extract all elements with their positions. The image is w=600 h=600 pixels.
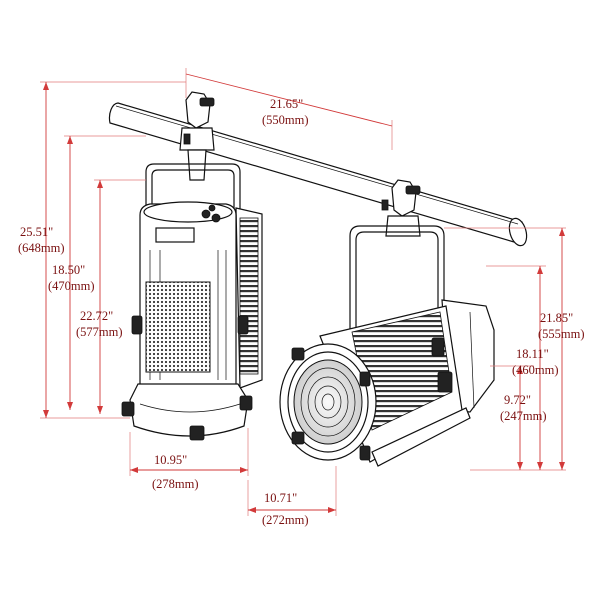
fresnel-lens [293, 359, 363, 445]
dim-yoke-height-mm: (470mm) [48, 279, 95, 293]
left-fixture-vertical [121, 91, 263, 441]
dim-depth-in: 10.71" [264, 491, 297, 505]
dim-base-width-mm: (278mm) [152, 477, 199, 491]
dim-body-height-in: 22.72" [80, 309, 113, 323]
dim-body-height-mm: (577mm) [76, 325, 123, 339]
dim-pipe-width-in: 21.65" [270, 97, 303, 111]
dim-right-low-in: 9.72" [504, 393, 531, 407]
dim-total-height-mm: (648mm) [18, 241, 65, 255]
right-fixture-horizontal [279, 179, 495, 467]
dim-depth-mm: (272mm) [262, 513, 309, 527]
dim-total-height-in: 25.51" [20, 225, 53, 239]
left-clamp [179, 91, 215, 181]
dim-right-total-mm: (555mm) [538, 327, 585, 341]
right-clamp [381, 179, 421, 237]
left-grille [145, 281, 211, 373]
dimension-lines [40, 68, 566, 516]
dimension-labels: 21.65" (550mm) 25.51" (648mm) 18.50" (47… [18, 97, 585, 527]
dim-right-mid-in: 18.11" [516, 347, 549, 361]
dim-right-low-mm: (247mm) [500, 409, 547, 423]
dim-yoke-height-in: 18.50" [52, 263, 85, 277]
dim-right-mid-mm: (460mm) [512, 363, 559, 377]
dim-base-width-in: 10.95" [154, 453, 187, 467]
dim-pipe-width-mm: (550mm) [262, 113, 309, 127]
dim-right-total-in: 21.85" [540, 311, 573, 325]
